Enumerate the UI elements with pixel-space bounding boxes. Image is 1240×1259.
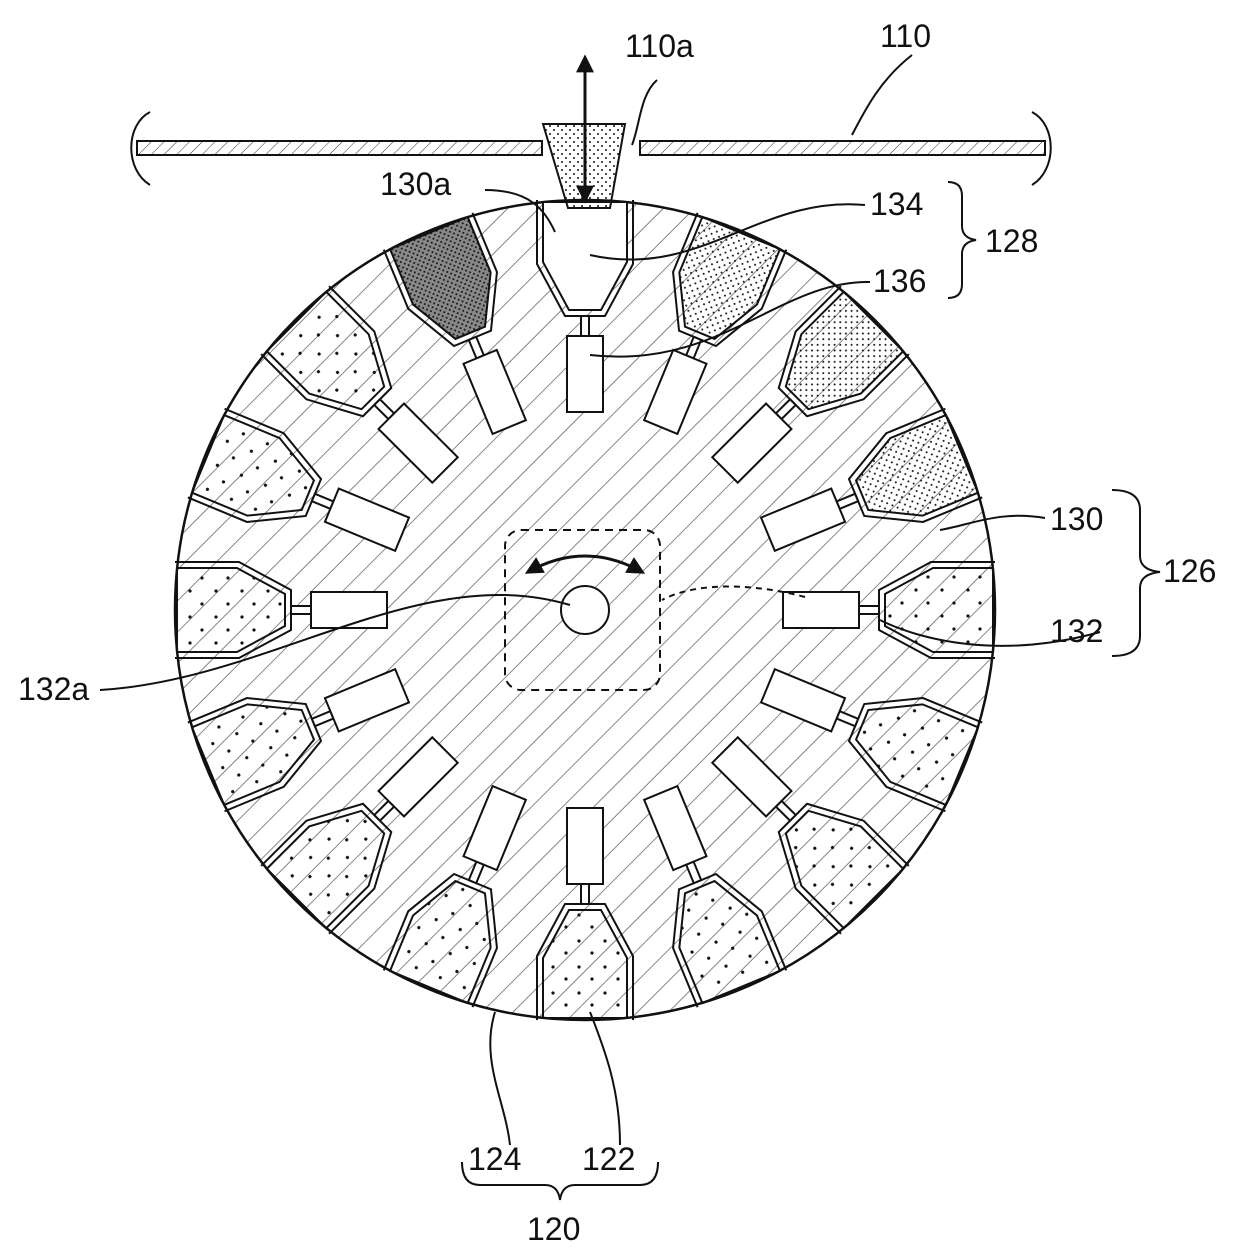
label-module-group: 128: [985, 223, 1038, 259]
center-shaft: [561, 586, 609, 634]
label-rod: 134: [870, 186, 923, 222]
actuator-block: [567, 808, 603, 884]
connecting-rod: [581, 884, 589, 904]
connecting-rod: [581, 316, 589, 336]
label-plate-opening: 110a: [625, 28, 694, 64]
label-disc-body: 130: [1050, 501, 1103, 537]
actuator-block: [567, 336, 603, 412]
label-plate: 110: [880, 18, 931, 54]
label-actuator: 136: [873, 263, 926, 299]
label-cup: 122: [582, 1141, 635, 1177]
label-holder: 130a: [380, 166, 451, 202]
connecting-rod: [859, 606, 879, 614]
label-rim: 124: [468, 1141, 521, 1177]
actuator-block: [311, 592, 387, 628]
label-assembly: 126: [1163, 553, 1216, 589]
label-drive-unit: 132: [1050, 613, 1103, 649]
label-carousel: 120: [527, 1211, 580, 1247]
connecting-rod: [291, 606, 311, 614]
actuator-block: [783, 592, 859, 628]
label-shaft: 132a: [18, 671, 89, 707]
